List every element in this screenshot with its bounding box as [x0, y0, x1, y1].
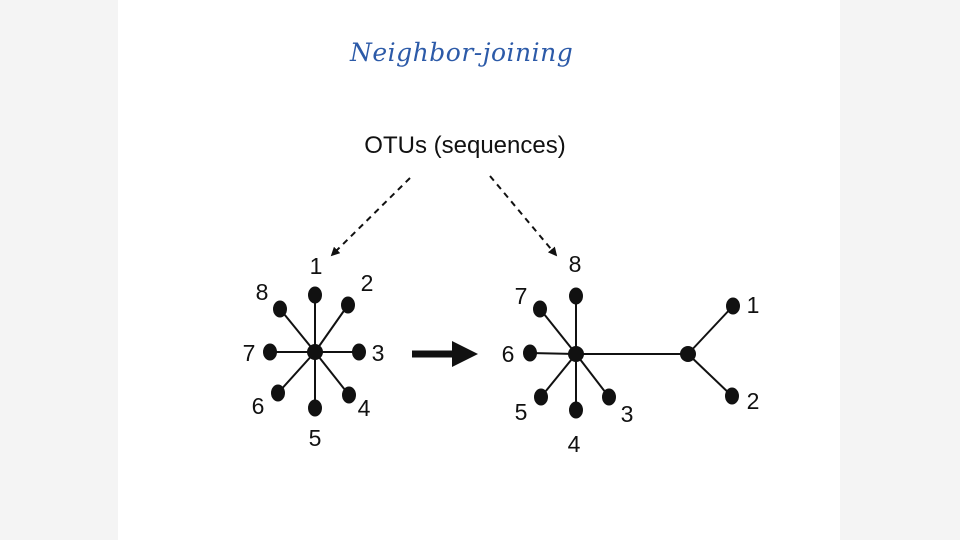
joined-label-6: 6 [502, 341, 515, 367]
star-label-2: 2 [361, 270, 374, 296]
transform-arrow [412, 341, 478, 367]
star-leaf-node-5 [308, 399, 322, 417]
joined-branch-2 [687, 353, 733, 397]
star-branch-4 [314, 351, 350, 396]
dashed-arrow-left [330, 177, 411, 257]
joined-label-1: 1 [747, 292, 760, 318]
joined-branch-7 [539, 308, 577, 355]
star-leaf-node-1 [308, 286, 322, 304]
content-panel [118, 0, 840, 540]
star-label-7: 7 [243, 340, 256, 366]
internal-node [680, 346, 696, 362]
joined-leaf-node-3 [602, 388, 616, 406]
joined-label-2: 2 [747, 388, 760, 414]
star-label-3: 3 [372, 340, 385, 366]
joined-label-4: 4 [568, 431, 581, 457]
joined-label-7: 7 [515, 283, 528, 309]
star-leaf-node-2 [341, 296, 355, 314]
star-branch-8 [279, 308, 316, 353]
star-leaf-node-7 [263, 343, 277, 361]
star-label-5: 5 [309, 425, 322, 451]
otus-heading: OTUs (sequences) [364, 132, 565, 159]
star-leaf-node-6 [271, 384, 285, 402]
dashed-arrow-right [489, 175, 558, 257]
joined-leaf-node-4 [569, 401, 583, 419]
joined-label-5: 5 [515, 399, 528, 425]
star-branch-6 [277, 351, 316, 394]
joined-leaf-node-2 [725, 387, 739, 405]
star-leaf-node-8 [273, 300, 287, 318]
joined-leaf-node-5 [534, 388, 548, 406]
joined-tree: 8 7 6 5 4 3 1 2 [502, 251, 760, 457]
star-branch-2 [314, 304, 349, 353]
joined-label-3: 3 [621, 401, 634, 427]
star-leaf-node-4 [342, 386, 356, 404]
slide-title: Neighbor-joining [350, 38, 574, 67]
star-leaf-node-3 [352, 343, 366, 361]
joined-leaf-node-8 [569, 287, 583, 305]
joined-leaf-node-1 [726, 297, 740, 315]
star-label-8: 8 [256, 279, 269, 305]
joined-center-node [568, 346, 584, 362]
joined-label-8: 8 [569, 251, 582, 277]
joined-branch-3 [575, 353, 610, 398]
joined-branch-5 [540, 353, 577, 398]
star-tree: 1 2 3 4 5 6 7 8 [243, 253, 385, 451]
star-center-node [307, 344, 323, 360]
star-label-1: 1 [310, 253, 323, 279]
star-label-4: 4 [358, 395, 371, 421]
joined-leaf-node-6 [523, 344, 537, 362]
joined-leaf-node-7 [533, 300, 547, 318]
joined-branch-1 [687, 305, 734, 355]
star-label-6: 6 [252, 393, 265, 419]
